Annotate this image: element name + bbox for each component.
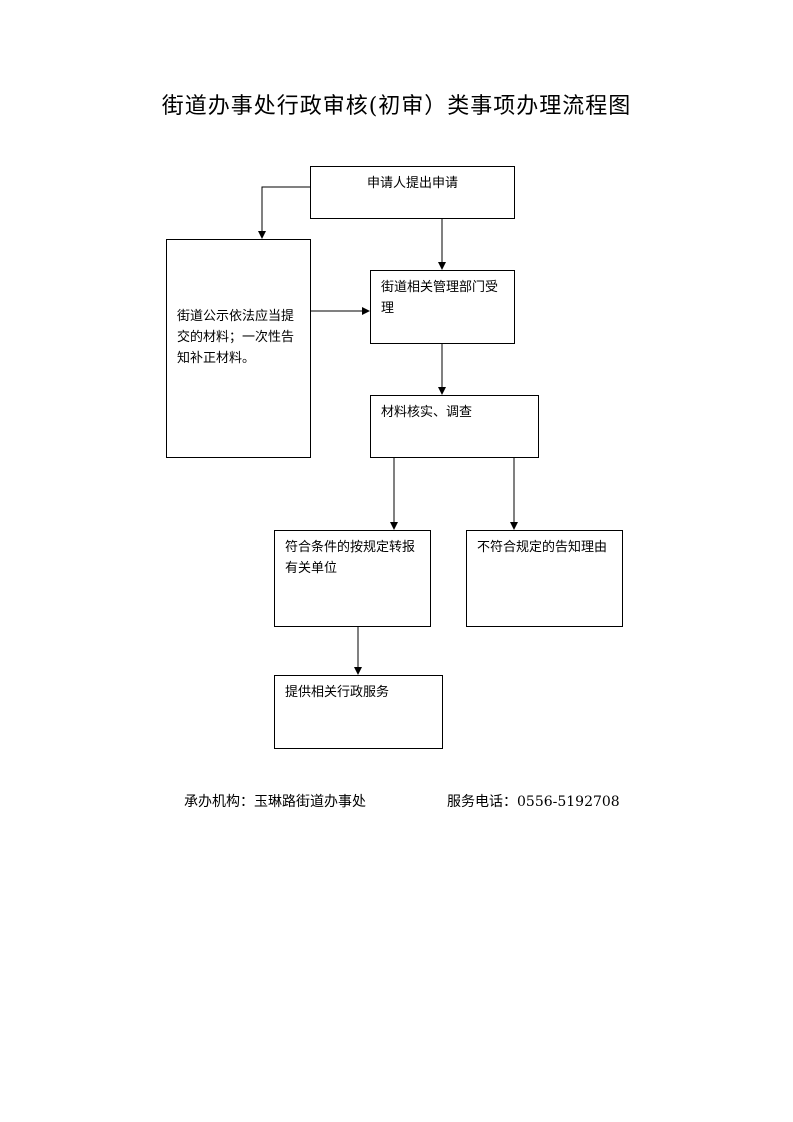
node-service: 提供相关行政服务 — [274, 675, 443, 749]
node-service-label: 提供相关行政服务 — [285, 685, 390, 700]
connector-apply-notify — [258, 186, 310, 239]
node-apply-label: 申请人提出申请 — [366, 176, 458, 191]
node-apply: 申请人提出申请 — [310, 166, 515, 219]
node-notify: 街道公示依法应当提交的材料；一次性告知补正材料。 — [166, 239, 311, 458]
node-unqualified: 不符合规定的告知理由 — [466, 530, 623, 627]
node-notify-label: 街道公示依法应当提交的材料；一次性告知补正材料。 — [177, 309, 295, 366]
node-accept: 街道相关管理部门受理 — [370, 270, 515, 344]
node-accept-label: 街道相关管理部门受理 — [381, 280, 499, 316]
node-verify: 材料核实、调查 — [370, 395, 539, 458]
footer-phone: 服务电话：0556-5192708 — [447, 794, 620, 810]
page-title: 街道办事处行政审核(初审）类事项办理流程图 — [161, 94, 632, 119]
node-qualified: 符合条件的按规定转报有关单位 — [274, 530, 431, 627]
node-qualified-label: 符合条件的按规定转报有关单位 — [285, 540, 416, 576]
node-verify-label: 材料核实、调查 — [381, 405, 473, 420]
footer-organization: 承办机构：玉琳路街道办事处 — [184, 794, 366, 810]
node-unqualified-label: 不符合规定的告知理由 — [477, 540, 608, 555]
